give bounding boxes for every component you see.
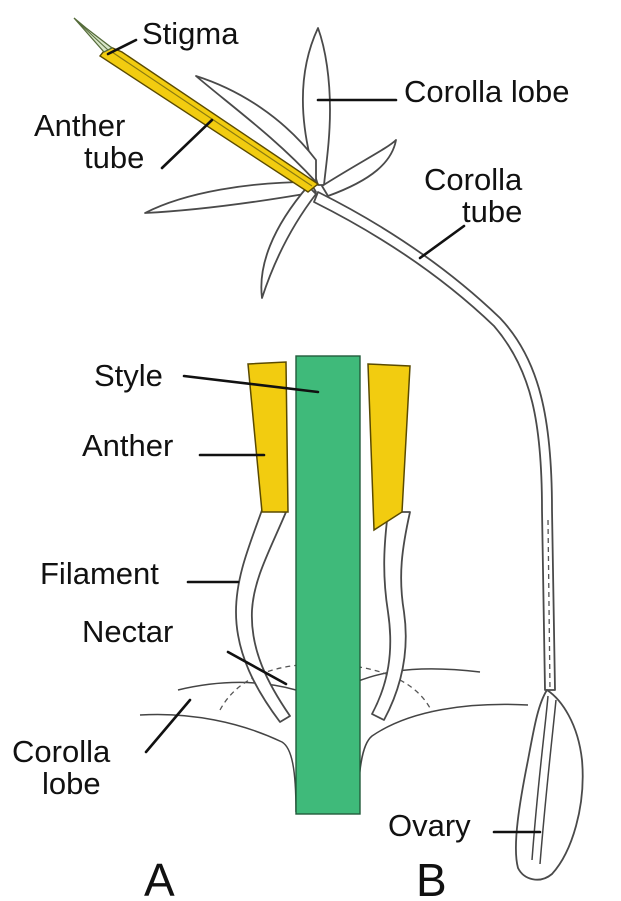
label-stigma: Stigma (142, 16, 239, 51)
panel-label-b: B (416, 854, 447, 901)
label-corolla-lobe-line1: Corolla (12, 734, 111, 769)
corolla-base-line-left (140, 714, 296, 812)
leader-anther-tube (162, 120, 212, 168)
label-corolla-tube-line1: Corolla (424, 162, 523, 197)
flower-section-a (140, 356, 528, 814)
label-anther-tube-line1: Anther (34, 108, 125, 143)
leader-corolla-tube (420, 226, 464, 258)
label-corolla-lobe-top: Corolla lobe (404, 74, 569, 109)
label-filament: Filament (40, 556, 159, 591)
label-anther: Anther (82, 428, 173, 463)
label-style: Style (94, 358, 163, 393)
panel-label-a: A (144, 854, 175, 901)
anther-right (368, 364, 410, 530)
filament-left (236, 510, 290, 722)
corolla-lobe-right (322, 140, 396, 196)
label-corolla-lobe-line2: lobe (42, 766, 101, 801)
label-anther-tube-line2: tube (84, 140, 144, 175)
label-corolla-tube-line2: tube (462, 194, 522, 229)
leader-corolla-lobe (146, 700, 190, 752)
filament-right (372, 512, 410, 720)
label-nectar: Nectar (82, 614, 173, 649)
label-ovary: Ovary (388, 808, 471, 843)
ovary (516, 690, 583, 880)
style-column (296, 356, 360, 814)
corolla-lobe-bottom (261, 186, 316, 298)
stigma-line (78, 22, 108, 50)
corolla-base-line-right-inner (356, 669, 480, 682)
